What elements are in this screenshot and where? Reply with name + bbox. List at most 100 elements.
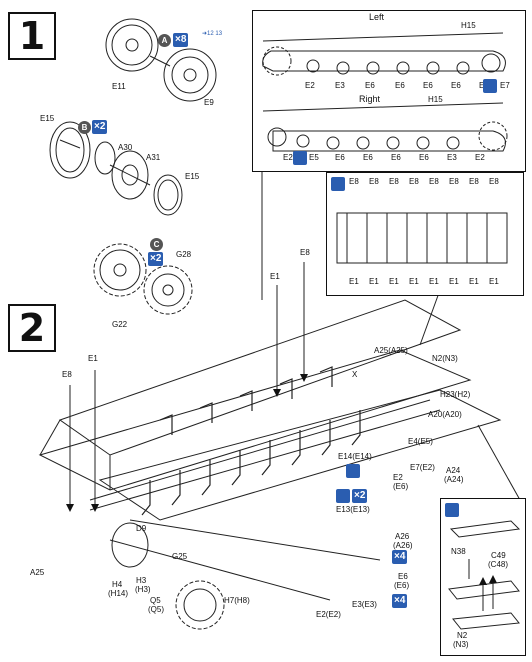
part-e6-label: (E6) xyxy=(393,482,409,491)
subassembly-a-badge: A xyxy=(158,34,171,47)
return-roller-inset: E8 E8 E8 E8 E8 E8 E8 E8 E1 E1 E1 E1 E1 E… xyxy=(326,172,524,296)
qty-x2-step2: ×2 xyxy=(352,489,368,503)
roller-top-2: E8 xyxy=(369,177,379,186)
qty-x2-badge-c: ×2 xyxy=(148,252,164,266)
part-e15-label: E15 xyxy=(40,114,55,123)
part-e9-label: E9 xyxy=(204,98,214,107)
track-layout-inset: Left H15 Right H15 E2 E3 E6 E6 E6 E6 E2 … xyxy=(252,10,526,172)
part-q5b-label: (Q5) xyxy=(148,605,164,614)
part-e2b-label: E2(E2) xyxy=(316,610,341,619)
roller-top-3: E8 xyxy=(389,177,399,186)
part-e8-top-label: E8 xyxy=(300,248,310,257)
part-h15-right-label: H15 xyxy=(428,95,443,104)
roller-bottom-5: E1 xyxy=(429,277,439,286)
part-a25-left-label: A25 xyxy=(30,568,45,577)
right-row-part-4: E6 xyxy=(363,153,373,162)
part-g25-label: G25 xyxy=(172,552,188,561)
part-a30-label: A30 xyxy=(118,143,133,152)
part-a24b-label: (A24) xyxy=(444,475,464,484)
part-a25-top-label: A25(A25) xyxy=(374,346,408,355)
part-a26-label: A26 xyxy=(395,532,410,541)
part-h14-label: (H14) xyxy=(108,589,129,598)
part-c49-label: C49 xyxy=(491,551,506,560)
roller-bottom-2: E1 xyxy=(369,277,379,286)
roller-bottom-4: E1 xyxy=(409,277,419,286)
subassembly-b-badge: B xyxy=(78,121,91,134)
part-a26b-label: (A26) xyxy=(393,541,413,550)
part-h13-label: (H3) xyxy=(135,585,151,594)
part-h3-label: H3 xyxy=(136,576,147,585)
glue-icon xyxy=(483,79,497,93)
part-a20-label: A20(A20) xyxy=(428,410,462,419)
qty-x4-badge-b: ×4 xyxy=(392,594,408,608)
right-row-part-8: E2 xyxy=(475,153,485,162)
part-e1-top-label: E1 xyxy=(270,272,280,281)
left-row-part-4: E6 xyxy=(395,81,405,90)
glue-icon-right xyxy=(293,151,307,165)
part-e7-right-label: E7(E2) xyxy=(410,463,435,472)
left-row-part-2: E3 xyxy=(335,81,345,90)
roller-drawing xyxy=(336,212,508,264)
qty-x4-badge-a: ×4 xyxy=(392,550,408,564)
part-e2-label: E2 xyxy=(393,473,403,482)
part-e8-left-label: E8 xyxy=(62,370,72,379)
part-e11-label: E11 xyxy=(112,82,126,91)
fender-drawing xyxy=(448,520,521,630)
step-1-number: 1 xyxy=(8,12,56,60)
reference-x-label: X xyxy=(352,370,358,379)
part-a24-label: A24 xyxy=(446,466,461,475)
part-e14-label: E14(E14) xyxy=(338,452,372,461)
track-drawing xyxy=(262,32,508,152)
roller-top-4: E8 xyxy=(409,177,419,186)
roller-top-1: E8 xyxy=(349,177,359,186)
part-q5-label: Q5 xyxy=(150,596,161,605)
right-row-part-6: E6 xyxy=(419,153,429,162)
qty-x2-badge-b: ×2 xyxy=(92,120,108,134)
roller-bottom-8: E1 xyxy=(489,277,499,286)
part-h4-label: H4 xyxy=(112,580,123,589)
glue-icon-step2 xyxy=(346,464,360,478)
left-row-part-5: E6 xyxy=(423,81,433,90)
roller-bottom-3: E1 xyxy=(389,277,399,286)
glue-icon-mid xyxy=(331,177,345,191)
roller-top-7: E8 xyxy=(469,177,479,186)
part-e4-label: E4(E5) xyxy=(408,437,433,446)
right-row-part-1: E2 xyxy=(283,153,293,162)
right-row-part-7: E3 xyxy=(447,153,457,162)
step-2-number: 2 xyxy=(8,304,56,352)
part-e1-left-label: E1 xyxy=(88,354,98,363)
left-row-part-1: E2 xyxy=(305,81,315,90)
part-h15-left-label: H15 xyxy=(461,21,476,30)
left-side-title: Left xyxy=(369,12,385,22)
part-e3-label: E3(E3) xyxy=(352,600,377,609)
fender-inset: N38 C49 (C48) N2 (N3) xyxy=(440,498,526,656)
roller-top-6: E8 xyxy=(449,177,459,186)
glue-icon-bottom xyxy=(445,503,459,517)
right-row-part-2: E5 xyxy=(309,153,319,162)
part-e13-label: E13(E13) xyxy=(336,505,370,514)
right-row-part-5: E6 xyxy=(391,153,401,162)
part-e6c-label: (E6) xyxy=(394,581,410,590)
part-g22-label: G22 xyxy=(112,320,128,329)
part-g28-label: G28 xyxy=(176,250,192,259)
part-h7-label: H7(H8) xyxy=(224,596,250,605)
part-d9-label: D9 xyxy=(136,524,147,533)
roller-top-5: E8 xyxy=(429,177,439,186)
left-row-part-3: E6 xyxy=(365,81,375,90)
part-e15b-label: E15 xyxy=(185,172,200,181)
subassembly-c-badge: C xyxy=(150,238,163,251)
part-n38-label: N38 xyxy=(451,547,466,556)
roller-top-8: E8 xyxy=(489,177,499,186)
part-a31-label: A31 xyxy=(146,153,161,162)
glue-icon-step2-b xyxy=(336,489,350,503)
part-n2-inset-label: N2 xyxy=(457,631,468,640)
roller-bottom-7: E1 xyxy=(469,277,479,286)
part-e6b-label: E6 xyxy=(398,572,408,581)
part-h23-label: H23(H2) xyxy=(440,390,471,399)
reference-note: ➜12 13 xyxy=(202,31,223,37)
right-row-part-3: E6 xyxy=(335,153,345,162)
part-n2-label: N2(N3) xyxy=(432,354,458,363)
part-n3-inset-label: (N3) xyxy=(453,640,469,649)
part-e7-label: E7 xyxy=(500,81,510,90)
